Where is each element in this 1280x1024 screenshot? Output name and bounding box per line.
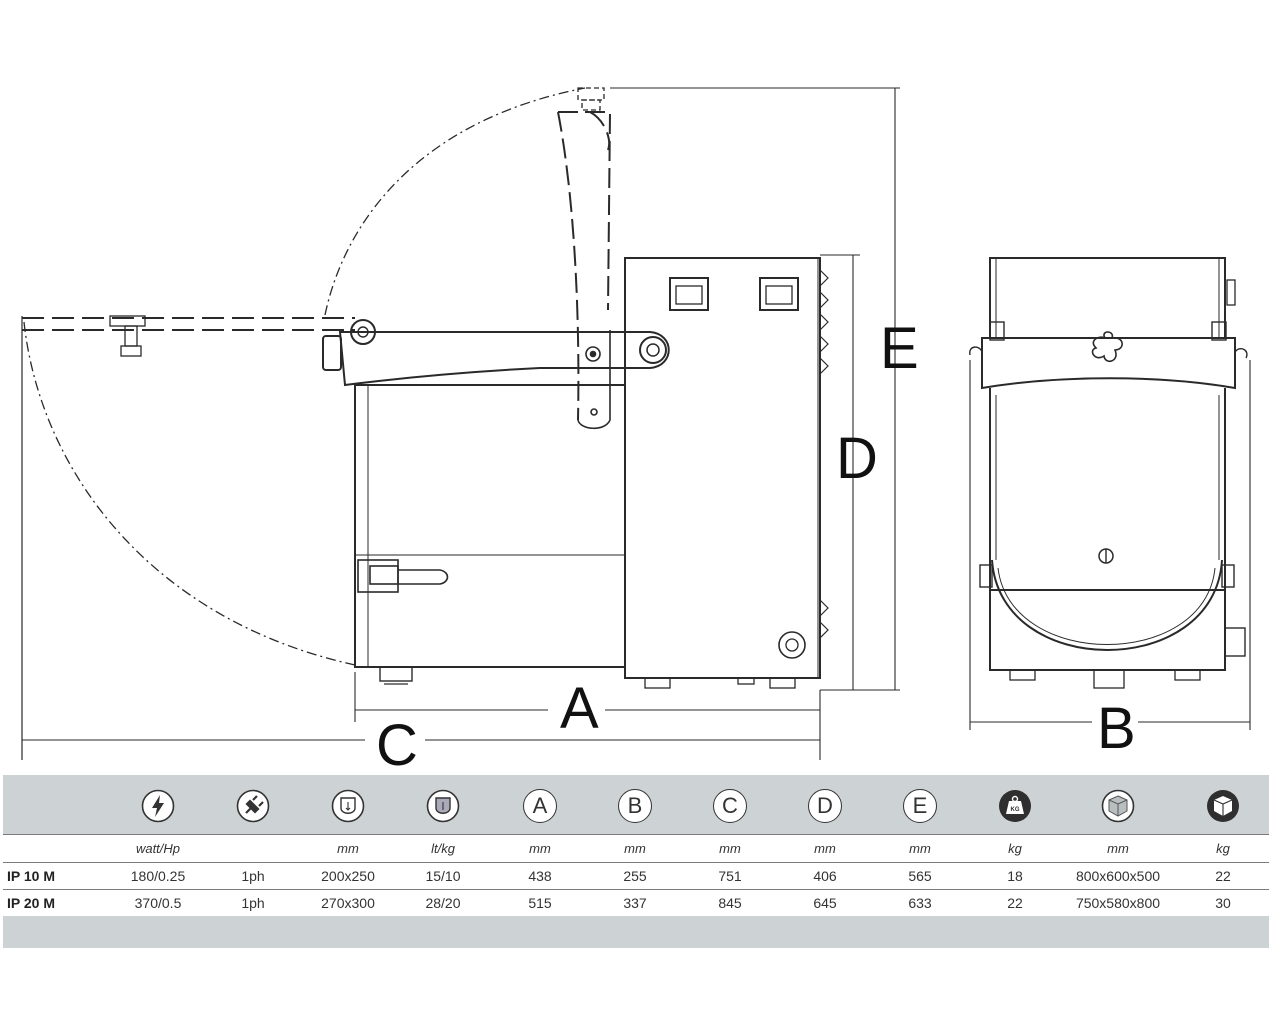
latch xyxy=(357,559,449,593)
table-cell: 30 xyxy=(1215,895,1231,911)
switch-left xyxy=(669,277,709,311)
spec-table: A B C D E KG watt/Hp mm lt/kg mm mm mm m… xyxy=(3,775,1269,948)
motor-housing xyxy=(624,257,821,679)
table-row: IP 20 M 370/0.5 1ph 270x300 28/20 515 33… xyxy=(3,891,1269,915)
lid-arm xyxy=(338,331,670,387)
dimension-e-icon: E xyxy=(903,789,937,823)
dimension-label-c: C xyxy=(376,713,418,770)
hinge-pivot xyxy=(639,336,667,364)
table-cell: 370/0.5 xyxy=(134,895,182,911)
table-cell: 800x600x500 xyxy=(1075,868,1161,884)
front-bowl xyxy=(989,388,1226,590)
dimension-c-icon: C xyxy=(713,789,747,823)
capacity-icon xyxy=(426,789,460,823)
table-cell: 22 xyxy=(1007,895,1023,911)
table-cell: 337 xyxy=(623,895,647,911)
vent-fins xyxy=(819,269,829,639)
lid-knob xyxy=(322,335,342,371)
unit-cell: mm xyxy=(529,841,551,856)
table-cell: 845 xyxy=(718,895,742,911)
unit-cell: mm xyxy=(719,841,741,856)
front-base xyxy=(989,589,1226,671)
gross-weight-icon xyxy=(1206,789,1240,823)
arm-swing-arc xyxy=(23,321,356,666)
unit-cell: mm xyxy=(1107,841,1129,856)
bowl-body xyxy=(354,384,626,668)
table-cell: 565 xyxy=(908,868,932,884)
table-cell: 438 xyxy=(528,868,552,884)
table-cell: 645 xyxy=(813,895,837,911)
cable-gland xyxy=(778,631,806,659)
unit-cell: kg xyxy=(1216,841,1230,856)
front-housing xyxy=(989,257,1226,339)
unit-cell: mm xyxy=(624,841,646,856)
units-row: watt/Hp mm lt/kg mm mm mm mm mm kg mm kg xyxy=(3,837,1269,861)
table-cell: 1ph xyxy=(241,868,265,884)
dimension-a-icon: A xyxy=(523,789,557,823)
model-name: IP 10 M xyxy=(7,868,55,884)
dimension-label-e: E xyxy=(880,316,919,381)
table-row: IP 10 M 180/0.25 1ph 200x250 15/10 438 2… xyxy=(3,864,1269,888)
footer-band xyxy=(3,916,1269,948)
table-cell: 15/10 xyxy=(425,868,461,884)
table-cell: 633 xyxy=(908,895,932,911)
table-cell: 18 xyxy=(1007,868,1023,884)
table-cell: 750x580x800 xyxy=(1075,895,1161,911)
unit-cell: watt/Hp xyxy=(135,841,181,856)
table-cell: 28/20 xyxy=(425,895,461,911)
table-cell: 270x300 xyxy=(321,895,375,911)
lid-open-vertical xyxy=(557,111,612,421)
unit-cell: mm xyxy=(337,841,359,856)
model-name: IP 20 M xyxy=(7,895,55,911)
unit-cell: mm xyxy=(909,841,931,856)
dimension-label-d: D xyxy=(836,426,878,491)
lid-swing-arc xyxy=(324,87,586,316)
table-cell: 515 xyxy=(528,895,552,911)
dimension-label-a: A xyxy=(560,676,599,741)
table-cell: 406 xyxy=(813,868,837,884)
front-lid xyxy=(981,337,1236,390)
lid-fitting xyxy=(109,315,146,357)
plug-icon xyxy=(236,789,270,823)
bowl-size-icon xyxy=(331,789,365,823)
package-icon xyxy=(1101,789,1135,823)
table-cell: 751 xyxy=(718,868,742,884)
table-cell: 180/0.25 xyxy=(130,868,186,884)
dimension-label-b: B xyxy=(1097,696,1136,761)
table-cell: 255 xyxy=(623,868,647,884)
weight-icon: KG xyxy=(998,789,1032,823)
dimension-b-icon: B xyxy=(618,789,652,823)
technical-drawing: A C D E B xyxy=(21,87,1251,770)
power-icon xyxy=(141,789,175,823)
unit-cell: kg xyxy=(1008,841,1022,856)
dimension-d-icon: D xyxy=(808,789,842,823)
table-cell: 200x250 xyxy=(321,868,375,884)
star-knob xyxy=(1091,331,1123,363)
lid-top-fitting xyxy=(577,87,605,111)
svg-text:KG: KG xyxy=(1011,807,1020,813)
lid-open-horizontal xyxy=(22,317,355,331)
table-cell: 22 xyxy=(1215,868,1231,884)
table-cell: 1ph xyxy=(241,895,265,911)
unit-cell: lt/kg xyxy=(431,841,455,856)
switch-right xyxy=(759,277,799,311)
unit-cell: mm xyxy=(814,841,836,856)
